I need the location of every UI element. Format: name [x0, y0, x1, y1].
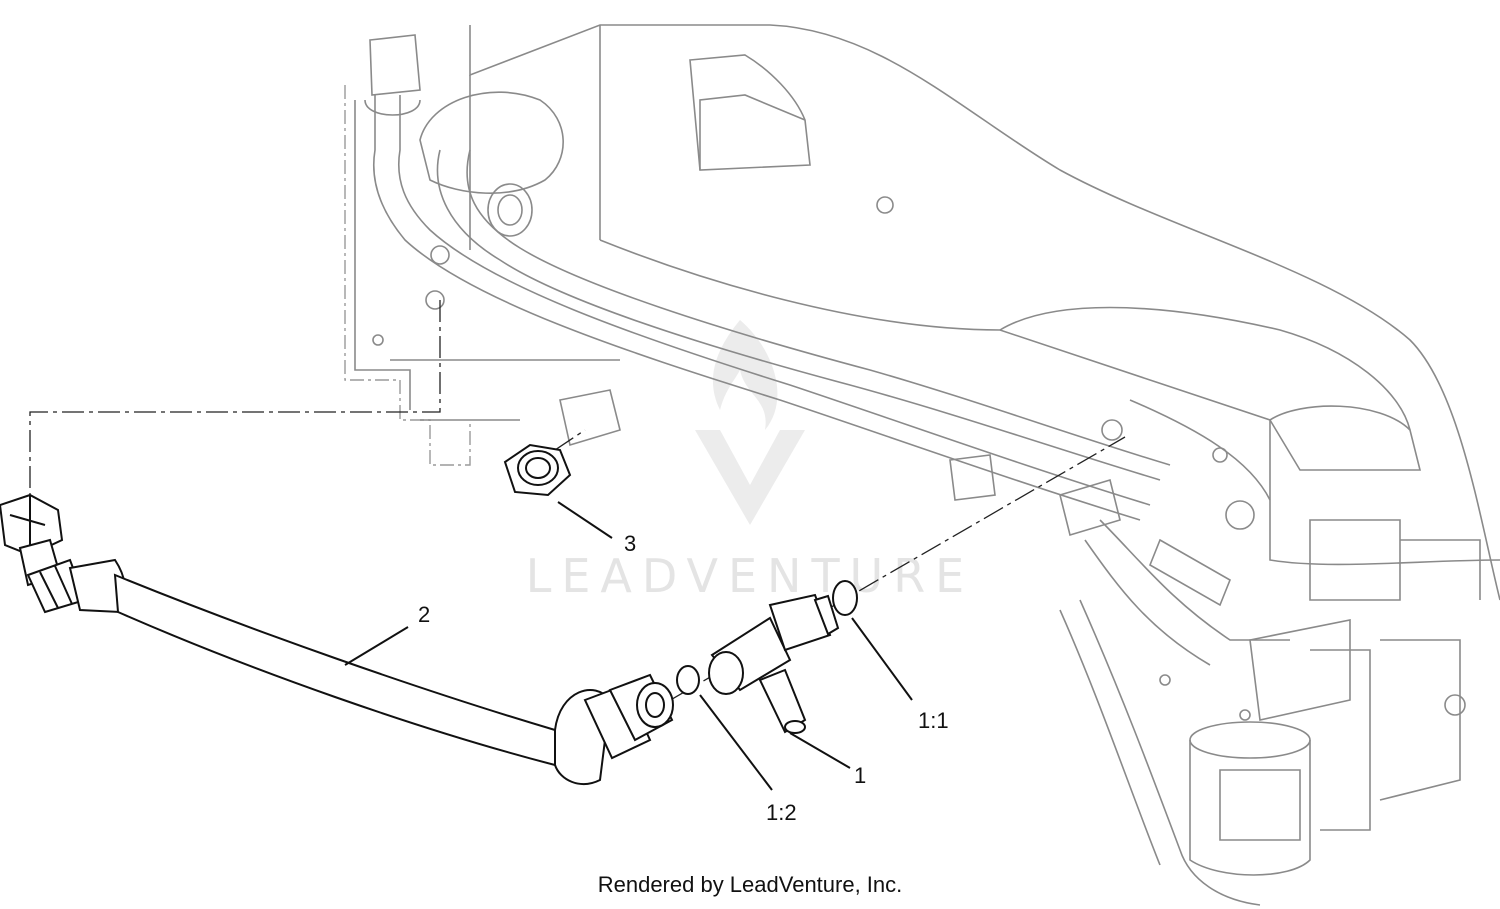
- callout-item-1: 1: [854, 763, 866, 788]
- watermark-v-icon: [695, 430, 805, 525]
- assembly-centerline-upper: [29, 300, 441, 495]
- nut-part-3: [503, 443, 572, 497]
- callout-item-1-1: 1:1: [918, 708, 949, 733]
- leader-item-2: [344, 626, 409, 666]
- leader-item-1-2: [699, 694, 773, 791]
- o-ring-part-1-1: [832, 580, 858, 616]
- callout-item-3: 3: [624, 531, 636, 556]
- render-credit: Rendered by LeadVenture, Inc.: [597, 872, 903, 897]
- watermark-flame-icon: [712, 320, 778, 430]
- watermark-text: LEADVENTURE: [526, 549, 975, 603]
- leader-item-1: [789, 732, 851, 769]
- o-ring-part-1-2: [676, 665, 700, 695]
- leader-item-3: [557, 501, 613, 539]
- background-assembly: [344, 24, 1500, 906]
- tee-fitting-part-1: [708, 593, 840, 734]
- watermark: LEADVENTURE: [526, 320, 975, 603]
- hose-assembly-part-2: [0, 493, 674, 785]
- callout-item-1-2: 1:2: [766, 800, 797, 825]
- callout-item-2: 2: [418, 602, 430, 627]
- leader-item-1-1: [851, 617, 913, 701]
